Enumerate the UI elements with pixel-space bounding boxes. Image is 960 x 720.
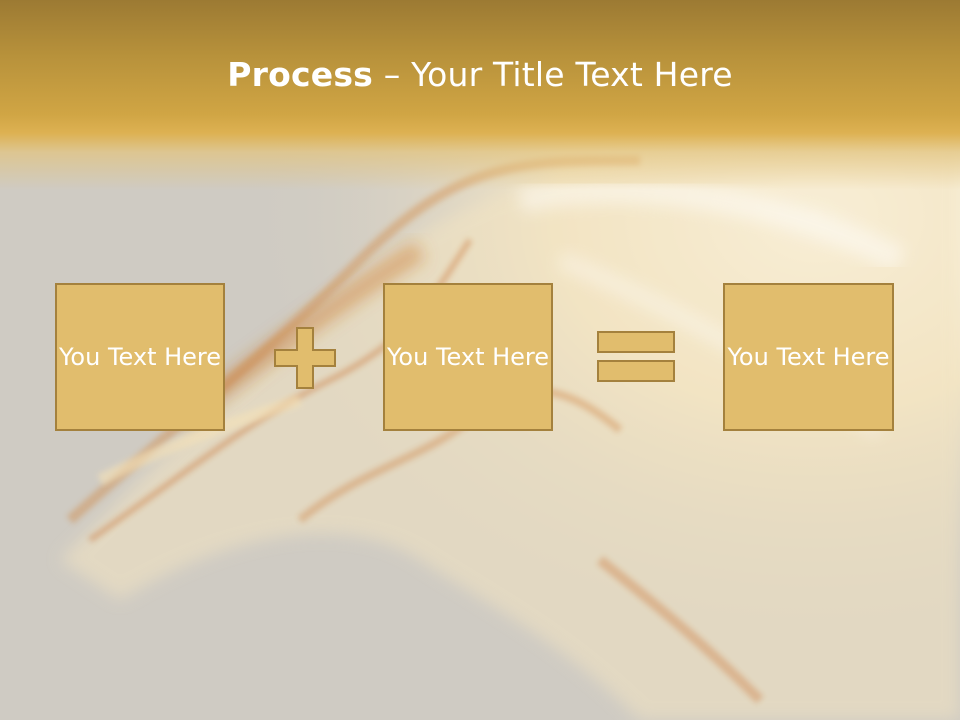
title-strong: Process (227, 55, 374, 94)
plus-icon (274, 327, 336, 389)
process-box-2: You Text Here (383, 283, 553, 431)
process-box-3-text: You Text Here (727, 343, 890, 371)
process-box-3: You Text Here (723, 283, 894, 431)
slide-title: Process – Your Title Text Here (0, 52, 960, 98)
process-box-1-text: You Text Here (58, 343, 222, 371)
process-box-1: You Text Here (55, 283, 225, 431)
header-band (0, 0, 960, 190)
process-box-2-text: You Text Here (386, 343, 550, 371)
equals-icon (597, 331, 675, 382)
title-rest: – Your Title Text Here (373, 55, 733, 94)
